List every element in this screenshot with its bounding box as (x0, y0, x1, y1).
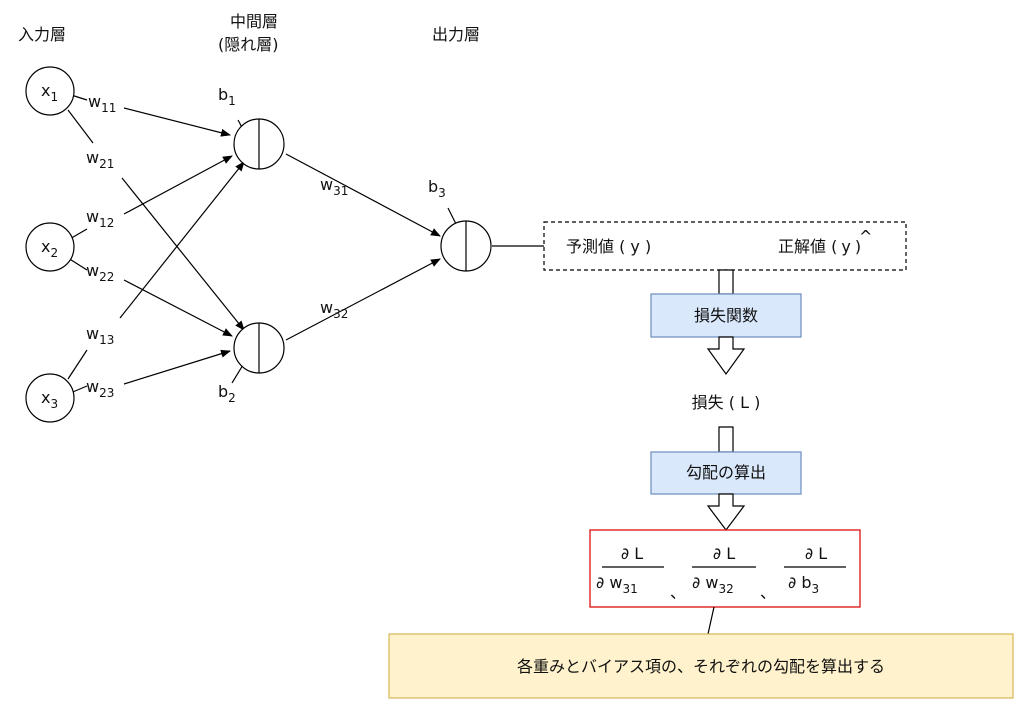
node-x3-sub: 3 (50, 397, 58, 411)
gradients-box: ∂ L ∂ w31 、 ∂ L ∂ w32 、 ∂ L ∂ b3 (589, 529, 861, 608)
node-x3: x3 (25, 373, 75, 423)
weight-w31: w31 (320, 175, 348, 198)
gradient-w32-num: ∂ L (713, 544, 735, 563)
gradient-w32-den-sub: 32 (718, 582, 733, 596)
connections (67, 93, 544, 395)
gradient-w32-den: ∂ w (692, 573, 718, 592)
svg-text:∂ w31: ∂ w31 (596, 573, 638, 596)
weight-w32: w32 (320, 298, 348, 321)
prediction-label: 予測値 ( y ) (566, 237, 651, 256)
loss-label: 損失 ( L ) (692, 393, 761, 412)
node-x1-sub: 1 (50, 90, 58, 104)
node-x2-sub: 2 (50, 246, 58, 260)
gradient-w31-den-sub: 31 (622, 582, 637, 596)
svg-text:x3: x3 (41, 388, 58, 411)
node-x2: x2 (25, 222, 75, 272)
input-layer-label: 入力層 (18, 25, 66, 44)
weight-w11: w11 (88, 92, 116, 115)
node-h1 (233, 118, 285, 170)
note-connector (707, 606, 715, 635)
svg-text:∂ b3: ∂ b3 (788, 573, 819, 596)
svg-text:∂ w32: ∂ w32 (692, 573, 734, 596)
edge-h1-out (285, 153, 441, 237)
gradient-sep-2: 、 (760, 583, 776, 602)
bias-b3: b3 (428, 177, 446, 200)
truth-label: 正解値 (y) (778, 237, 861, 256)
bias-b1: b1 (218, 85, 236, 108)
svg-text:x1: x1 (41, 81, 58, 104)
edge-x3-h2 (123, 349, 231, 385)
gradient-b3-num: ∂ L (805, 544, 827, 563)
edge-h2-out (285, 258, 441, 341)
node-x1-base: x (41, 81, 50, 100)
gradient-w31: ∂ L ∂ w31 、 (596, 544, 686, 602)
weight-w13: w13 (86, 324, 114, 347)
node-x3-base: x (41, 388, 50, 407)
output-layer-label: 出力層 (432, 25, 480, 44)
flow-arrow-2 (706, 336, 746, 376)
truth-hat: ^ (859, 227, 872, 246)
gradient-w32: ∂ L ∂ w32 、 (692, 544, 776, 602)
weight-w22: w22 (86, 261, 114, 284)
edge-x2-h1 (123, 155, 233, 215)
output-compare-box: 予測値 ( y ) 正解値 (y) ^ (543, 221, 907, 271)
loss-function-label: 損失関数 (694, 306, 758, 325)
gradient-sep-1: 、 (670, 583, 686, 602)
node-out (440, 220, 492, 272)
loss-function-box: 損失関数 (650, 293, 802, 338)
node-x2-base: x (41, 237, 50, 256)
gradient-w31-num: ∂ L (621, 544, 643, 563)
flow-arrow-1 (718, 269, 734, 295)
node-h2 (233, 322, 285, 374)
weight-w21: w21 (86, 148, 114, 171)
note-text: 各重みとバイアス項の、それぞれの勾配を算出する (517, 657, 885, 676)
gradient-b3-den-sub: 3 (812, 582, 820, 596)
edge-x1-h1 (123, 107, 231, 137)
gradient-b3-den: ∂ b (788, 573, 812, 592)
gradient-calc-label: 勾配の算出 (686, 463, 766, 482)
bias-b2: b2 (218, 382, 236, 405)
gradient-calc-box: 勾配の算出 (650, 451, 802, 495)
note-box: 各重みとバイアス項の、それぞれの勾配を算出する (388, 633, 1014, 699)
flow-arrow-3 (718, 426, 734, 453)
node-x1: x1 (25, 66, 75, 116)
hidden-layer-sublabel: (隠れ層) (218, 35, 279, 54)
weight-w23: w23 (86, 377, 114, 400)
gradient-w31-den: ∂ w (596, 573, 622, 592)
edge-x1-h2 (121, 177, 245, 331)
flow-arrow-4 (706, 493, 746, 531)
weight-w12: w12 (86, 207, 114, 230)
edge-x3-h1 (119, 161, 245, 319)
svg-text:x2: x2 (41, 237, 58, 260)
edge-x2-h2 (123, 279, 233, 337)
hidden-layer-label: 中間層 (230, 12, 278, 31)
gradient-b3: ∂ L ∂ b3 (784, 544, 846, 596)
